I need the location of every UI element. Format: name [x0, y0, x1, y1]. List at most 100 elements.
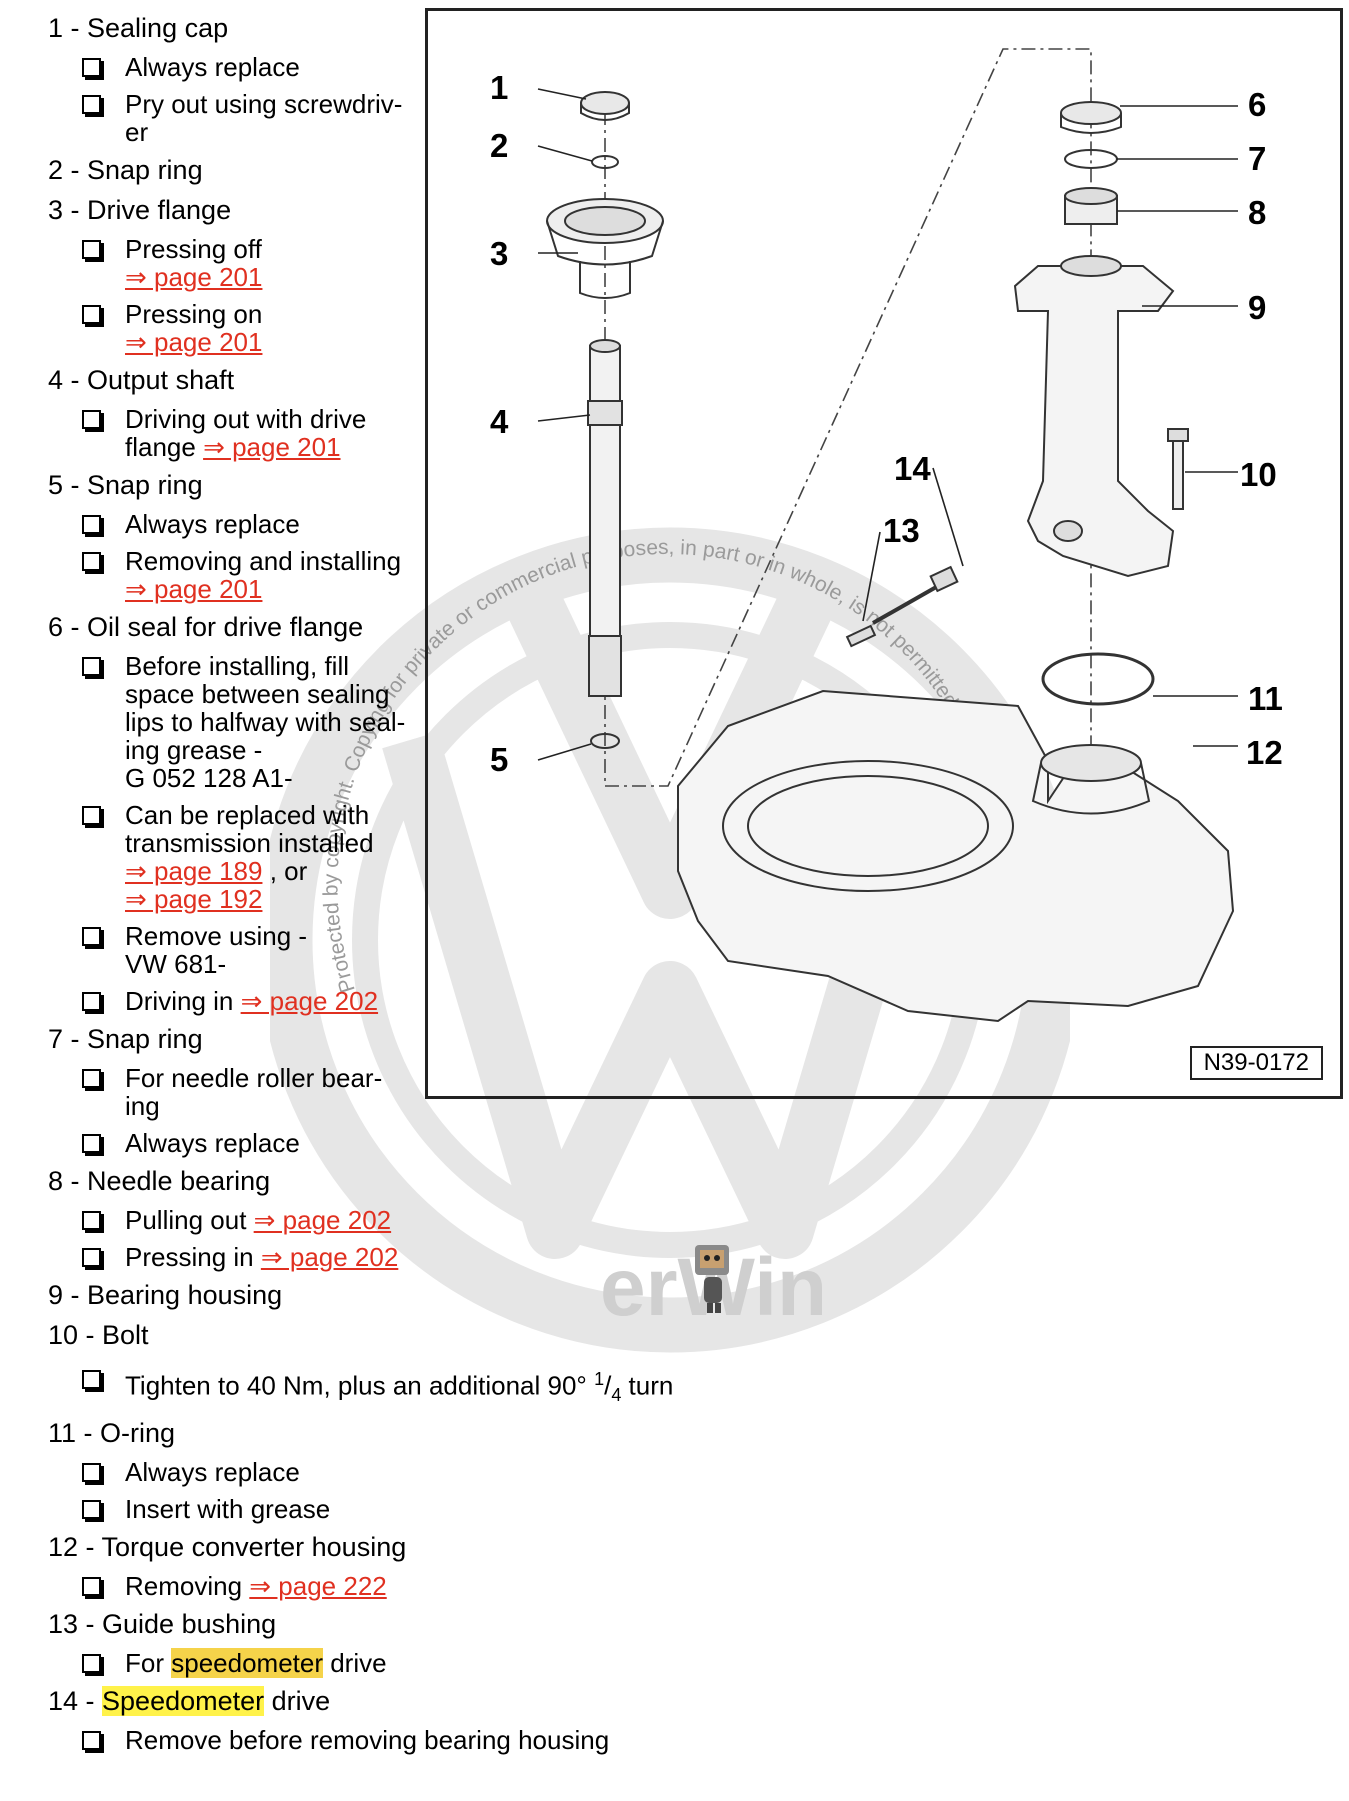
output-shaft-part: [587, 339, 623, 697]
part-item: 12 - Torque converter housing Removing ⇒…: [48, 1531, 428, 1600]
part-title: 1 - Sealing cap: [48, 13, 229, 43]
needle-bearing-part: [1064, 187, 1118, 225]
torque-converter-housing-part: [677, 689, 1235, 1023]
oil-seal-part: [1060, 101, 1122, 134]
callout-5: 5: [490, 741, 509, 778]
page-link[interactable]: ⇒ page 201: [203, 432, 341, 462]
page-link[interactable]: ⇒ page 192: [125, 884, 263, 914]
part-title: 3 - Drive flange: [48, 195, 232, 225]
checkbox-icon: [82, 1248, 101, 1267]
part-title: 13 - Guide bushing: [48, 1608, 277, 1639]
callout-2: 2: [490, 127, 509, 164]
part-item: 7 - Snap ring For needle roller bear-ing…: [48, 1023, 428, 1157]
note: Always replace: [48, 1129, 428, 1157]
page-link[interactable]: ⇒ page 202: [260, 1242, 399, 1272]
callout-8: 8: [1248, 194, 1267, 231]
checkbox-icon: [82, 552, 101, 571]
part-title: 8 - Needle bearing: [48, 1166, 271, 1196]
part-title: 14 - Speedometer drive: [48, 1685, 331, 1716]
part-title: 2 - Snap ring: [48, 155, 203, 185]
checkbox-icon: [82, 1370, 101, 1389]
checkbox-icon: [82, 657, 101, 676]
callout-4: 4: [490, 403, 509, 440]
note: Pressing off⇒ page 201: [48, 235, 428, 291]
bolt-part: [1167, 428, 1189, 510]
note: For speedometer drive: [48, 1647, 428, 1678]
snap-ring-part: [590, 733, 620, 749]
part-item: 14 - Speedometer drive Remove before rem…: [48, 1685, 609, 1754]
leader-lines: [537, 88, 1238, 761]
erwin-mascot-icon: [695, 1245, 729, 1313]
note: For needle roller bear-ing: [48, 1064, 428, 1120]
callout-11: 11: [1248, 680, 1283, 717]
checkbox-icon: [82, 1730, 101, 1750]
snap-ring-part: [591, 155, 619, 169]
checkbox-icon: [82, 1211, 101, 1230]
checkbox-icon: [82, 1462, 101, 1482]
note: Always replace: [48, 510, 428, 538]
callout-9: 9: [1248, 289, 1267, 326]
part-item: 5 - Snap ring Always replace Removing an…: [48, 469, 428, 603]
page-link[interactable]: ⇒ page 201: [125, 574, 263, 604]
callout-3: 3: [490, 235, 509, 272]
part-item: 6 - Oil seal for drive flange Before ins…: [48, 611, 428, 1015]
note: Always replace: [48, 53, 428, 81]
note: Removing and installing⇒ page 201: [48, 547, 428, 603]
note: Pressing in ⇒ page 202: [48, 1243, 428, 1271]
part-item: 9 - Bearing housing: [48, 1279, 428, 1311]
checkbox-icon: [82, 58, 101, 77]
note: Always replace: [48, 1458, 428, 1486]
page-link[interactable]: ⇒ page 201: [125, 327, 263, 357]
page-link[interactable]: ⇒ page 189: [125, 856, 263, 886]
part-title: 12 - Torque converter housing: [48, 1531, 407, 1562]
note: Pry out using screwdriv-er: [48, 90, 428, 146]
part-item: 2 - Snap ring: [48, 154, 428, 186]
checkbox-icon: [82, 515, 101, 534]
note: Driving in ⇒ page 202: [48, 987, 428, 1015]
page-link[interactable]: ⇒ page 201: [125, 262, 263, 292]
callout-13: 13: [883, 512, 920, 549]
page-link[interactable]: ⇒ page 222: [249, 1570, 387, 1601]
note: Insert with grease: [48, 1495, 428, 1523]
exploded-view-figure: 1 2 3 4 5 6 7 8 9 10 11 12 13 14 N39-017…: [425, 8, 1343, 1099]
callout-6: 6: [1248, 86, 1267, 123]
checkbox-icon: [82, 1653, 101, 1673]
part-title: 10 - Bolt: [48, 1320, 149, 1350]
callout-1: 1: [490, 69, 509, 106]
note: Remove using -VW 681-: [48, 922, 428, 978]
center-lines: [604, 48, 1092, 791]
callout-10: 10: [1240, 456, 1277, 493]
checkbox-icon: [82, 240, 101, 259]
checkbox-icon: [82, 1134, 101, 1153]
sealing-cap-part: [580, 91, 630, 121]
drive-flange-part: [546, 198, 664, 299]
part-item: 13 - Guide bushing For speedometer drive: [48, 1608, 428, 1678]
part-item: 10 - Bolt Tighten to 40 Nm, plus an addi…: [48, 1319, 673, 1409]
checkbox-icon: [82, 992, 101, 1011]
speedometer-drive-part: [872, 565, 959, 625]
checkbox-icon: [82, 410, 101, 429]
checkbox-icon: [82, 927, 101, 946]
note: Tighten to 40 Nm, plus an additional 90°…: [48, 1365, 673, 1409]
part-item: 1 - Sealing cap Always replace Pry out u…: [48, 12, 428, 146]
callout-14: 14: [894, 450, 931, 487]
part-item: 8 - Needle bearing Pulling out ⇒ page 20…: [48, 1165, 428, 1271]
checkbox-icon: [82, 305, 101, 324]
part-title: 5 - Snap ring: [48, 470, 203, 500]
callout-7: 7: [1248, 140, 1267, 177]
checkbox-icon: [82, 1576, 101, 1596]
callout-12: 12: [1246, 734, 1283, 771]
note: Remove before removing bearing housing: [48, 1726, 609, 1754]
note: Pulling out ⇒ page 202: [48, 1206, 428, 1234]
checkbox-icon: [82, 806, 101, 825]
bearing-housing-part: [1013, 255, 1175, 578]
o-ring-part: [1041, 652, 1155, 706]
page-link[interactable]: ⇒ page 202: [240, 986, 379, 1016]
figure-id: N39-0172: [1189, 1046, 1323, 1080]
checkbox-icon: [82, 95, 101, 114]
search-highlight: Speedometer: [102, 1685, 265, 1716]
page-link[interactable]: ⇒ page 202: [253, 1205, 392, 1235]
